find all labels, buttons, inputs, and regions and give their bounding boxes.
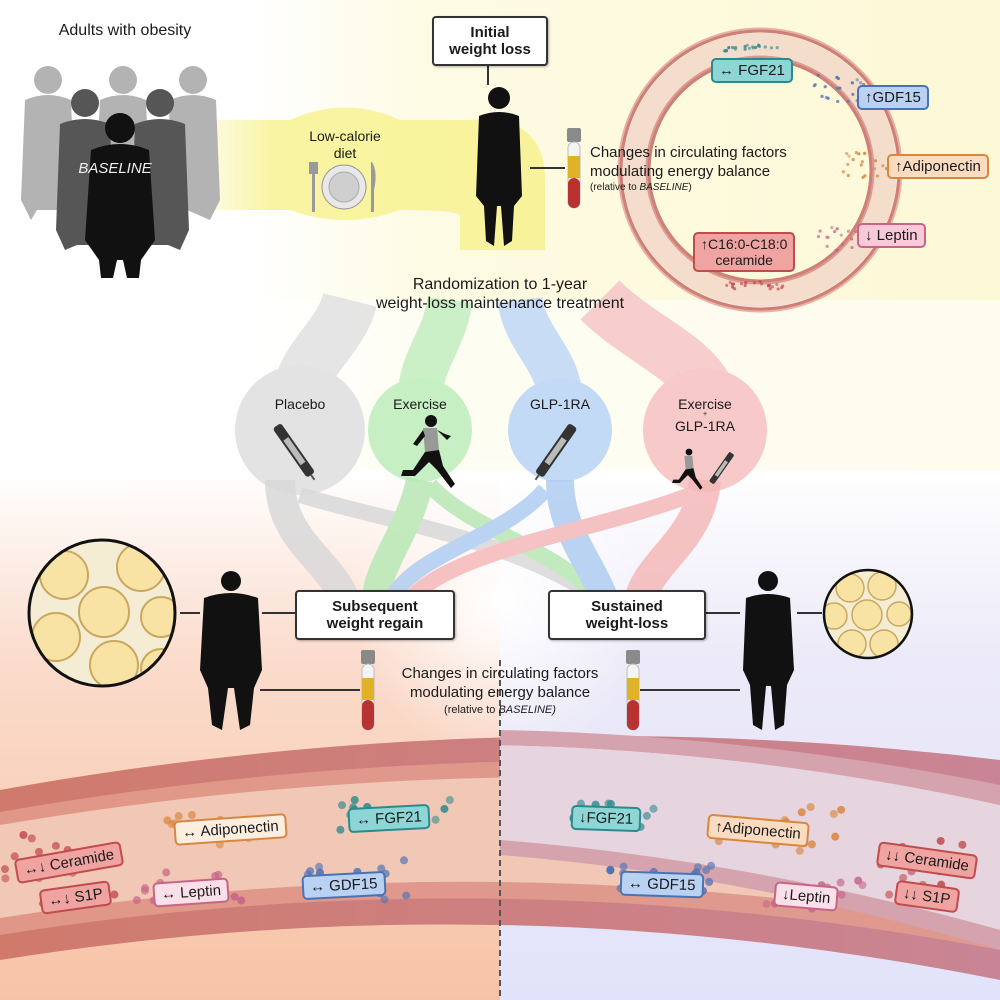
initial-changes-line2: modulating energy balance	[590, 163, 771, 180]
person-silhouette-regain-icon	[200, 571, 262, 730]
blood-tube-icon	[567, 128, 581, 209]
injection-pen-icon	[534, 424, 577, 481]
runner-icon	[672, 448, 703, 490]
followup-changes-line2: modulating energy balance	[409, 684, 591, 701]
arm-placebo-label: Placebo	[274, 396, 326, 412]
arm-exercise-label: Exercise	[393, 396, 447, 412]
initial-box-line1: Initial	[470, 23, 510, 41]
initial-changes-line1: Changes in circulating factors	[590, 144, 787, 161]
adipocytes-small-icon	[822, 568, 914, 660]
person-silhouette-sustained-icon	[743, 571, 794, 730]
subsequent-weight-regain-box: Subsequent weight regain	[295, 590, 455, 640]
relative-suffix: )	[688, 182, 692, 193]
arm-combo-label-line1: Exercise	[678, 396, 732, 412]
regain-factor-fgf21: ↔ FGF21	[347, 803, 431, 834]
blood-tube-icon	[361, 650, 375, 731]
initial-factor-fgf21: ↔ FGF21	[711, 58, 793, 84]
adipocytes-enlarged-icon	[27, 538, 177, 688]
initial-factor-ceramide: ↑C16:0-C18:0 ceramide	[693, 232, 796, 273]
initial-factor-adiponectin: ↑Adiponectin	[887, 154, 989, 180]
arm-combo-label: Exercise + GLP-1RA	[655, 396, 755, 434]
injection-pen-icon	[273, 424, 316, 481]
regain-box-line2: weight regain	[326, 615, 424, 632]
sustained-factor-gdf15: ↔ GDF15	[619, 870, 704, 899]
initial-box-line2: weight loss	[449, 41, 531, 58]
person-silhouette-icon	[476, 87, 522, 246]
regain-factor-gdf15: ↔ GDF15	[301, 870, 387, 901]
initial-factor-leptin: ↓ Leptin	[857, 223, 926, 249]
diet-label-line2: diet	[333, 145, 357, 161]
initial-relative-note: (relative to BASELINE)	[590, 182, 692, 194]
relative-baseline: BASELINE	[639, 182, 689, 193]
relative-prefix: (relative to	[590, 182, 640, 193]
blood-tube-icon	[626, 650, 640, 731]
relative-prefix: (relative to	[444, 704, 499, 716]
injection-pen-icon	[709, 452, 734, 484]
baseline-group-silhouettes	[21, 66, 220, 278]
randomization-line1: Randomization to 1-year	[412, 276, 588, 293]
baseline-label: BASELINE	[78, 160, 152, 177]
diet-label-line1: Low-calorie	[309, 128, 381, 144]
runner-icon	[401, 415, 455, 488]
regain-box-line1: Subsequent	[332, 597, 418, 615]
sustained-box-line1: Sustained	[591, 597, 663, 615]
initial-factor-gdf15: ↑GDF15	[857, 85, 929, 111]
arm-glp1ra-label: GLP-1RA	[530, 396, 590, 412]
sustained-factor-fgf21: ↓FGF21	[570, 804, 642, 833]
arm-combo-label-line2: GLP-1RA	[675, 418, 735, 435]
arm-combo-plus: +	[702, 411, 708, 419]
followup-relative-note: (relative to BASELINE)	[380, 704, 620, 717]
sustained-weight-loss-box: Sustained weight-loss	[548, 590, 706, 640]
followup-changes-line1: Changes in circulating factors	[401, 665, 599, 682]
randomization-line2: weight-loss maintenance treatment	[375, 295, 625, 312]
initial-weight-loss-box: Initial weight loss	[432, 16, 548, 66]
baseline-title: Adults with obesity	[58, 22, 192, 39]
plate-with-cutlery-icon	[309, 162, 376, 212]
relative-baseline: BASELINE)	[498, 704, 556, 716]
sustained-box-line2: weight-loss	[585, 615, 669, 632]
